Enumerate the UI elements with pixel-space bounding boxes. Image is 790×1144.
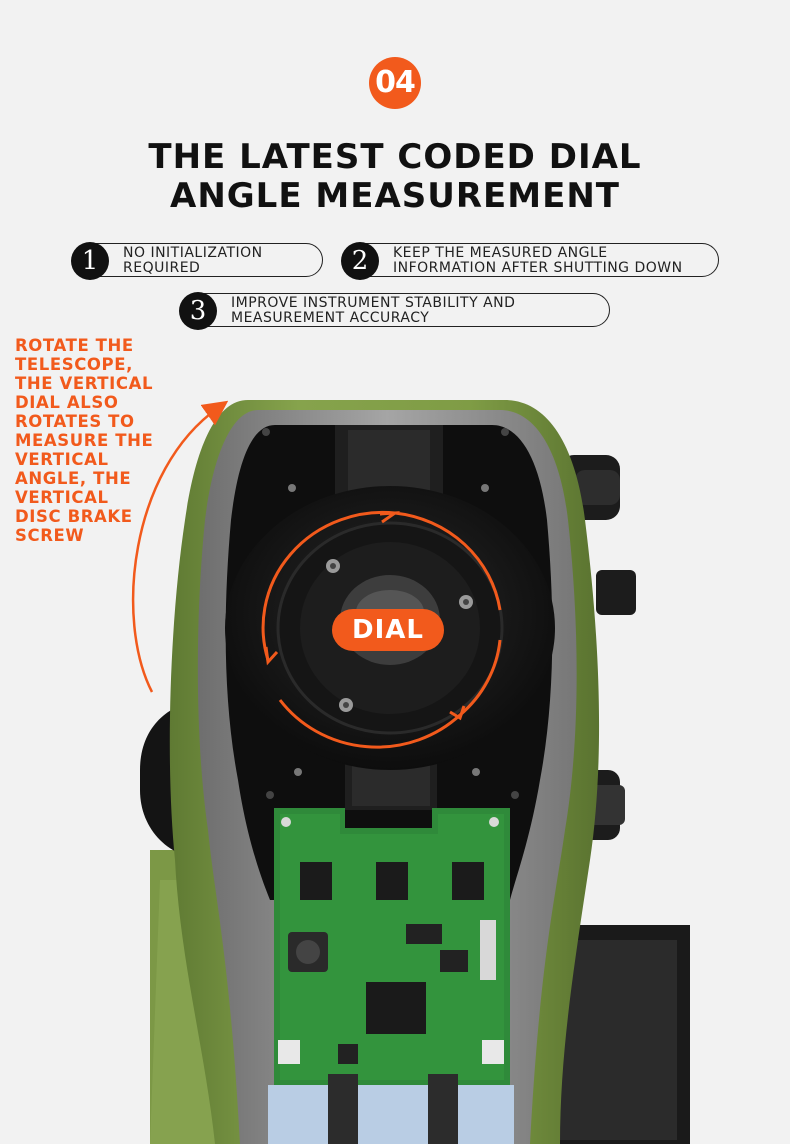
feature-text-3: IMPROVE INSTRUMENT STABILITY AND MEASURE… bbox=[231, 295, 516, 326]
circuit-board bbox=[268, 808, 514, 1144]
feature-number-3: 3 bbox=[179, 292, 217, 330]
headline-line-1: THE LATEST CODED DIAL bbox=[148, 137, 642, 177]
feature-pill-3: 3 IMPROVE INSTRUMENT STABILITY AND MEASU… bbox=[179, 292, 610, 330]
feature-number-2: 2 bbox=[341, 242, 379, 280]
feature-pill-1: 1 NO INITIALIZATION REQUIRED bbox=[71, 242, 323, 280]
feature-number-1: 1 bbox=[71, 242, 109, 280]
feature-text-1: NO INITIALIZATION REQUIRED bbox=[123, 245, 263, 276]
dial-label: DIAL bbox=[332, 609, 444, 651]
dial-rotation-arrows bbox=[261, 510, 502, 749]
feature-pill-2: 2 KEEP THE MEASURED ANGLE INFORMATION AF… bbox=[341, 242, 719, 280]
telescope-rotation-arrow bbox=[131, 400, 229, 693]
feature-text-2: KEEP THE MEASURED ANGLE INFORMATION AFTE… bbox=[393, 245, 683, 276]
telescope-rotation-note: ROTATE THE TELESCOPE, THE VERTICAL DIAL … bbox=[15, 336, 154, 545]
headline-line-2: ANGLE MEASUREMENT bbox=[170, 176, 620, 216]
step-number-badge: 04 bbox=[369, 57, 421, 109]
